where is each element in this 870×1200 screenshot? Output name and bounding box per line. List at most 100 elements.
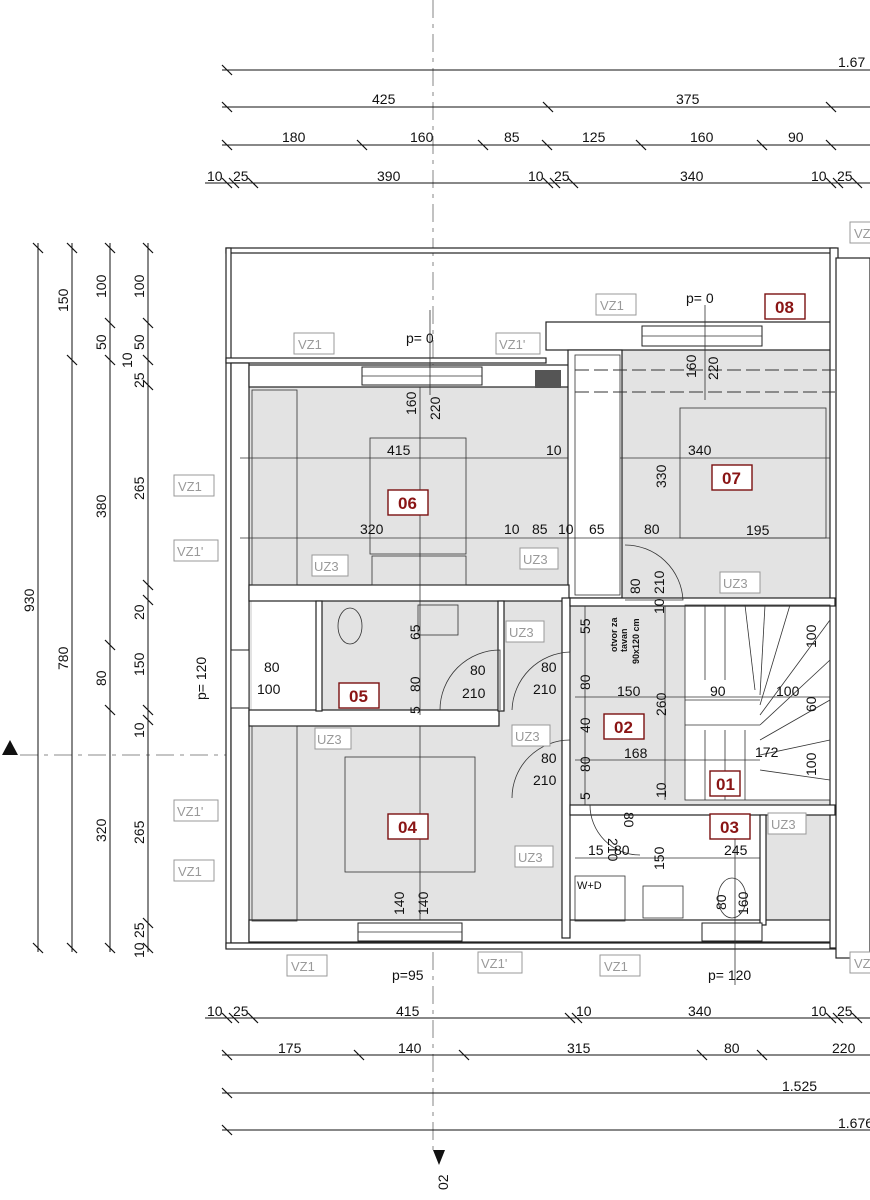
svg-text:UZ3: UZ3 bbox=[317, 732, 342, 747]
svg-text:210: 210 bbox=[462, 685, 486, 701]
dim-label: 10 bbox=[576, 1003, 592, 1019]
svg-text:60: 60 bbox=[803, 696, 819, 712]
dashed-lines bbox=[575, 369, 835, 393]
svg-text:tavan: tavan bbox=[619, 628, 629, 652]
dim-label: 150 bbox=[131, 652, 147, 676]
dim-label: 125 bbox=[582, 129, 606, 145]
svg-text:80: 80 bbox=[577, 756, 593, 772]
svg-text:40: 40 bbox=[577, 717, 593, 733]
svg-text:UZ3: UZ3 bbox=[518, 850, 543, 865]
tag-vz1: VZ1 bbox=[849, 221, 870, 244]
top-dimensions: 1.67 425 375 180 160 85 125 160 90 10 25… bbox=[207, 54, 865, 184]
svg-text:80: 80 bbox=[470, 662, 486, 678]
dim-label: 90 bbox=[788, 129, 804, 145]
stairs bbox=[684, 604, 831, 801]
svg-text:VZ1': VZ1' bbox=[481, 956, 507, 971]
dim-label: 380 bbox=[93, 494, 109, 518]
svg-text:10: 10 bbox=[651, 598, 667, 614]
svg-text:220: 220 bbox=[705, 356, 721, 380]
svg-text:03: 03 bbox=[720, 818, 739, 837]
svg-text:195: 195 bbox=[746, 522, 770, 538]
dim-label: 780 bbox=[55, 646, 71, 670]
svg-text:VZ1: VZ1 bbox=[854, 226, 870, 241]
svg-text:90x120 cm: 90x120 cm bbox=[631, 618, 641, 664]
svg-text:W+D: W+D bbox=[577, 880, 602, 892]
svg-text:05: 05 bbox=[349, 687, 368, 706]
svg-text:80: 80 bbox=[614, 842, 630, 858]
svg-text:5: 5 bbox=[407, 706, 423, 714]
tag-uz3: UZ3 bbox=[511, 724, 551, 747]
dim-label: 20 bbox=[131, 604, 147, 620]
svg-text:320: 320 bbox=[360, 521, 384, 537]
dim-label: 25 bbox=[233, 1003, 249, 1019]
room-03: 03 bbox=[709, 813, 751, 840]
dim-label: 415 bbox=[396, 1003, 420, 1019]
dim-label: 150 bbox=[55, 288, 71, 312]
tag-vz1p: VZ1' bbox=[477, 951, 523, 974]
svg-text:210: 210 bbox=[533, 681, 557, 697]
room-04: 04 bbox=[387, 813, 429, 840]
dim-label: 265 bbox=[131, 820, 147, 844]
svg-text:VZ1: VZ1 bbox=[298, 337, 322, 352]
svg-text:VZ1: VZ1 bbox=[178, 864, 202, 879]
dim-label: 10 bbox=[811, 1003, 827, 1019]
tag-vz1: VZ1 bbox=[173, 474, 215, 497]
bottom-dimensions: 10 25 415 10 340 10 25 175 140 315 80 22… bbox=[207, 1003, 870, 1131]
tag-uz3: UZ3 bbox=[519, 547, 559, 570]
dim-label: 1.676 bbox=[838, 1115, 870, 1131]
room-07: 07 bbox=[711, 464, 753, 491]
dim-label: 100 bbox=[131, 274, 147, 298]
svg-text:VZ1': VZ1' bbox=[177, 804, 203, 819]
svg-text:168: 168 bbox=[624, 745, 648, 761]
dim-label: 425 bbox=[372, 91, 396, 107]
dim-label: 10 bbox=[528, 168, 544, 184]
svg-text:06: 06 bbox=[398, 494, 417, 513]
svg-text:UZ3: UZ3 bbox=[509, 625, 534, 640]
furniture bbox=[251, 354, 827, 922]
svg-text:VZ1: VZ1 bbox=[291, 959, 315, 974]
dim-top-overall: 1.67 bbox=[838, 54, 865, 70]
svg-text:07: 07 bbox=[722, 469, 741, 488]
tag-uz3: UZ3 bbox=[314, 727, 352, 750]
svg-text:210: 210 bbox=[605, 838, 621, 862]
dim-label: 160 bbox=[410, 129, 434, 145]
tag-uz3: UZ3 bbox=[767, 812, 807, 835]
svg-text:80: 80 bbox=[644, 521, 660, 537]
svg-text:04: 04 bbox=[398, 818, 417, 837]
svg-text:85: 85 bbox=[532, 521, 548, 537]
svg-text:220: 220 bbox=[427, 396, 443, 420]
svg-text:340: 340 bbox=[688, 442, 712, 458]
svg-text:UZ3: UZ3 bbox=[515, 729, 540, 744]
tag-vz1: VZ1 bbox=[595, 293, 637, 316]
dim-label: 10 bbox=[131, 942, 147, 958]
dim-label: 50 bbox=[93, 334, 109, 350]
svg-text:80: 80 bbox=[541, 659, 557, 675]
room-labels: 08 06 07 05 02 04 01 03 bbox=[338, 293, 806, 840]
svg-text:15: 15 bbox=[588, 842, 604, 858]
svg-text:65: 65 bbox=[589, 521, 605, 537]
tag-vz1p: VZ1' bbox=[173, 799, 219, 822]
svg-text:10: 10 bbox=[504, 521, 520, 537]
room-05: 05 bbox=[338, 682, 380, 709]
tag-uz3: UZ3 bbox=[514, 845, 554, 868]
svg-text:100: 100 bbox=[257, 681, 281, 697]
dim-label: 25 bbox=[837, 1003, 853, 1019]
svg-text:VZ1: VZ1 bbox=[604, 959, 628, 974]
svg-text:160: 160 bbox=[735, 891, 751, 915]
svg-text:245: 245 bbox=[724, 842, 748, 858]
svg-text:160: 160 bbox=[683, 354, 699, 378]
dim-label: 10 bbox=[131, 722, 147, 738]
svg-text:p= 120: p= 120 bbox=[193, 657, 209, 700]
tag-uz3: UZ3 bbox=[505, 620, 545, 643]
dim-label: 160 bbox=[690, 129, 714, 145]
svg-text:65: 65 bbox=[407, 624, 423, 640]
dim-label: 180 bbox=[282, 129, 306, 145]
dim-label: 25 bbox=[131, 922, 147, 938]
dim-label: 340 bbox=[680, 168, 704, 184]
tag-vz1: VZ1 bbox=[286, 954, 328, 977]
svg-text:150: 150 bbox=[617, 683, 641, 699]
svg-text:02: 02 bbox=[614, 718, 633, 737]
svg-text:p= 0: p= 0 bbox=[406, 330, 434, 346]
svg-text:p= 0: p= 0 bbox=[686, 290, 714, 306]
